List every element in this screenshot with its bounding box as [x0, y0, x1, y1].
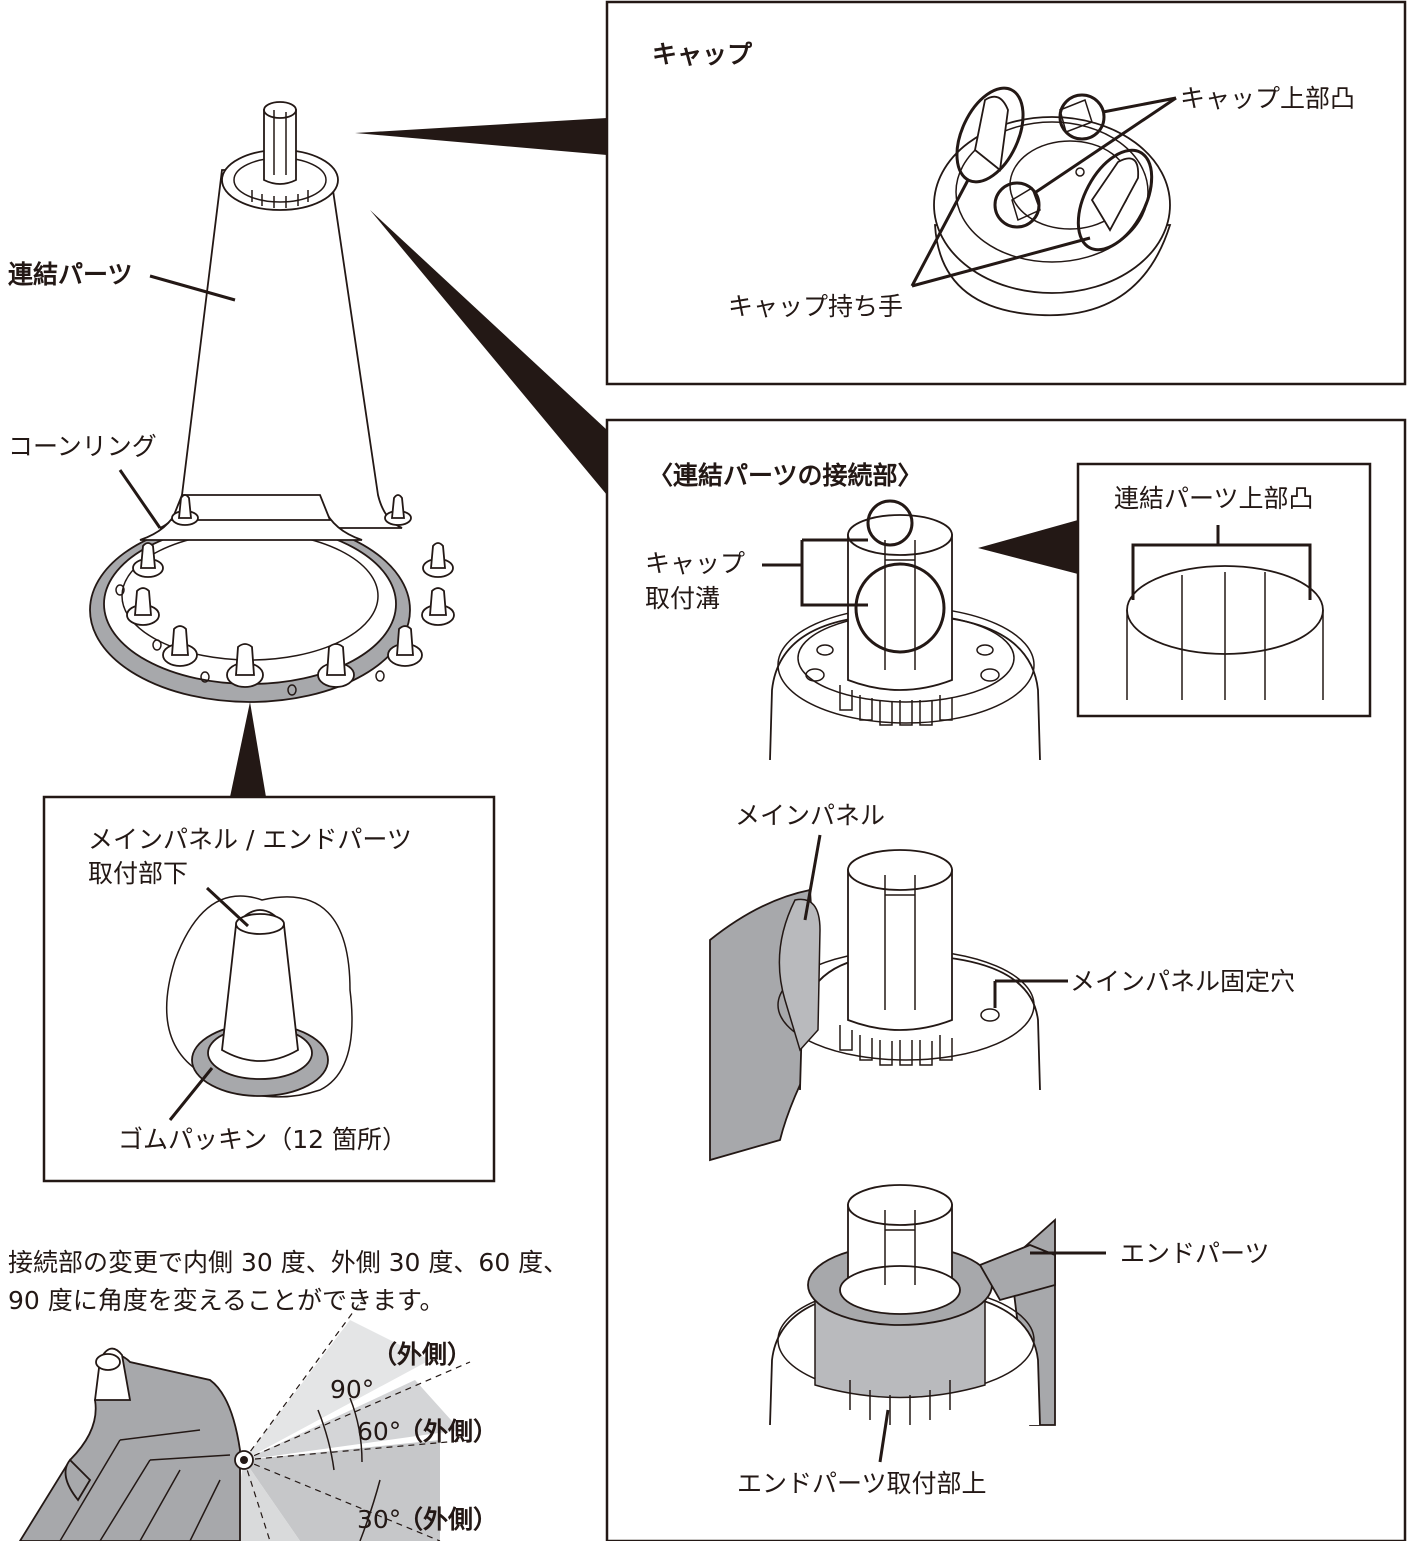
mount-label-line1: メインパネル / エンドパーツ: [88, 825, 412, 854]
cap-top-bump-label: キャップ上部凸: [1180, 84, 1355, 113]
end-part-mount-label: エンドパーツ取付部上: [737, 1469, 987, 1498]
angle-diagram: [18, 1299, 471, 1541]
angle-30-deg: 30°: [357, 1505, 401, 1534]
gasket-label: ゴムパッキン（12 箇所）: [118, 1125, 407, 1154]
connector-part-illustration: [89, 101, 607, 797]
main-panel-label: メインパネル: [735, 801, 885, 830]
joint-mainpanel-illustration: [709, 849, 1041, 1162]
cone-ring-leader: [118, 469, 162, 529]
joint-title: 〈連結パーツの接続部〉: [648, 461, 923, 490]
angle-90-deg: 90°: [330, 1375, 374, 1404]
cone-ring-label: コーンリング: [8, 432, 157, 461]
inset-label: 連結パーツ上部凸: [1114, 484, 1314, 513]
main-panel-hole-label: メインパネル固定穴: [1070, 967, 1295, 996]
end-part-label: エンドパーツ: [1120, 1239, 1270, 1268]
angle-note-line2: 90 度に角度を変えることができます。: [8, 1286, 445, 1315]
inset-callout-wedge: [978, 520, 1078, 574]
gasket-illustration: [165, 895, 353, 1098]
connector-part-label: 連結パーツ: [8, 260, 133, 289]
angle-note-line1: 接続部の変更で内側 30 度、外側 30 度、60 度、: [8, 1248, 568, 1277]
joint-endpart-illustration: [769, 1184, 1056, 1426]
mount-label-line2: 取付部下: [88, 859, 188, 888]
angle-60-deg: 60°: [357, 1417, 401, 1446]
mount-leader: [205, 886, 250, 928]
gasket-callout-wedge: [230, 702, 266, 797]
cap-handle-label: キャップ持ち手: [728, 292, 903, 321]
angle-60-side: （外側）: [398, 1417, 498, 1446]
ring-pegs: [126, 494, 455, 688]
cap-title: キャップ: [652, 40, 753, 69]
joint-callout-wedge: [370, 210, 607, 495]
connector-part-leader: [149, 274, 236, 302]
cap-illustration: [933, 86, 1172, 317]
joint-top-illustration: [769, 499, 1041, 761]
inset-illustration: [1126, 525, 1324, 700]
angle-90-side: （外側）: [372, 1340, 472, 1369]
angle-30-side: （外側）: [398, 1505, 498, 1534]
cap-groove-line1: キャップ: [645, 549, 745, 578]
cap-callout-wedge: [355, 118, 607, 155]
cap-groove-line2: 取付溝: [645, 584, 720, 613]
gasket-leader: [168, 1067, 214, 1121]
